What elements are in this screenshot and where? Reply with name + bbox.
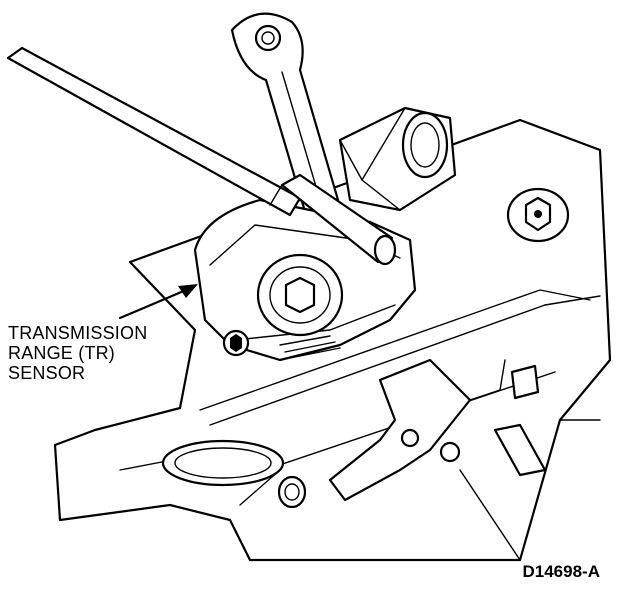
right-fittings	[459, 364, 547, 561]
detent-lever	[328, 358, 506, 502]
manual-lever	[230, 12, 340, 217]
rear-bracket	[338, 106, 457, 212]
tr-sensor-label-line3: SENSOR	[8, 363, 86, 383]
tr-sensor-label: TRANSMISSION RANGE (TR) SENSOR	[8, 323, 147, 383]
tr-sensor-label-line2: RANGE (TR)	[8, 343, 115, 363]
sensor-mounting-bolt	[222, 329, 250, 357]
case-bore	[161, 439, 285, 487]
case-bolt-hole	[277, 475, 307, 509]
tr-sensor-label-line1: TRANSMISSION	[8, 323, 148, 343]
alignment-tool	[6, 46, 397, 266]
callout-leader	[118, 284, 198, 320]
figure-id: D14698-A	[522, 562, 601, 581]
sensor-hub	[256, 253, 344, 337]
upper-right-bolt	[506, 187, 570, 243]
